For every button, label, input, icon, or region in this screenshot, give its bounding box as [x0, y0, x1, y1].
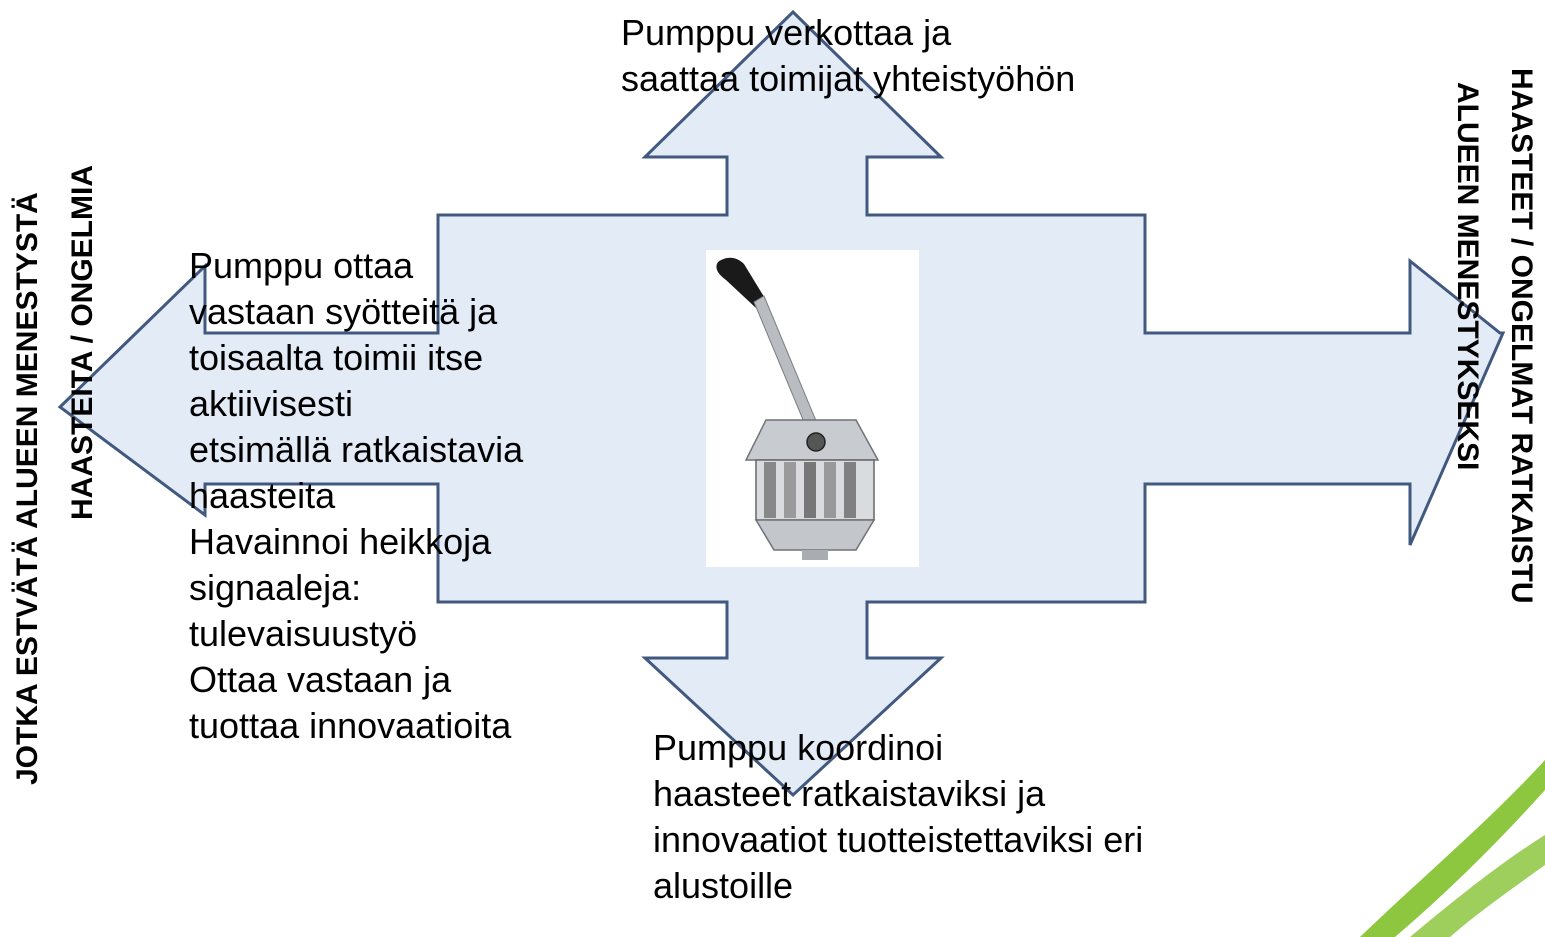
left-text-line: Ottaa vastaan ja [189, 659, 452, 700]
left-text-line: etsimällä ratkaistavia [189, 429, 524, 470]
top-text-line: saattaa toimijat yhteistyöhön [621, 58, 1076, 99]
left-text-line: tulevaisuustyö [189, 613, 418, 654]
right-label-line-2: ALUEEN MENESTYKSEKSI [1451, 82, 1484, 471]
left-label-line-2: HAASTEITA / ONGELMIA [66, 165, 99, 520]
left-arrow-text: Pumppu ottaa vastaan syötteitä ja toisaa… [189, 243, 523, 749]
bottom-arrow-text: Pumppu koordinoi haasteet ratkaistaviksi… [653, 725, 1143, 909]
left-text-line: Pumppu ottaa [189, 245, 414, 286]
left-text-line: vastaan syötteitä ja [189, 291, 498, 332]
left-text-line: haasteita [189, 475, 336, 516]
left-text-line: toisaalta toimii itse [189, 337, 484, 378]
bottom-text-line: Pumppu koordinoi [653, 727, 944, 768]
top-arrow-text: Pumppu verkottaa ja saattaa toimijat yht… [621, 10, 1075, 102]
bottom-text-line: haasteet ratkaistaviksi ja [653, 773, 1046, 814]
left-text-line: signaaleja: [189, 567, 362, 608]
left-label-line-1: JOTKA ESTVÄTÄ ALUEEN MENESTYSTÄ [11, 192, 44, 785]
left-text-line: aktiivisesti [189, 383, 354, 424]
top-text-line: Pumppu verkottaa ja [621, 12, 952, 53]
bottom-text-line: innovaatiot tuotteistettaviksi eri [653, 819, 1144, 860]
left-text-line: tuottaa innovaatioita [189, 705, 512, 746]
bottom-text-line: alustoille [653, 865, 794, 906]
pump-image [706, 250, 919, 567]
decorative-swoosh-inner [1410, 835, 1545, 937]
left-text-line: Havainnoi heikkoja [189, 521, 492, 562]
right-label-line-1: HAASTEET / ONGELMAT RATKAISTU [1505, 68, 1538, 604]
